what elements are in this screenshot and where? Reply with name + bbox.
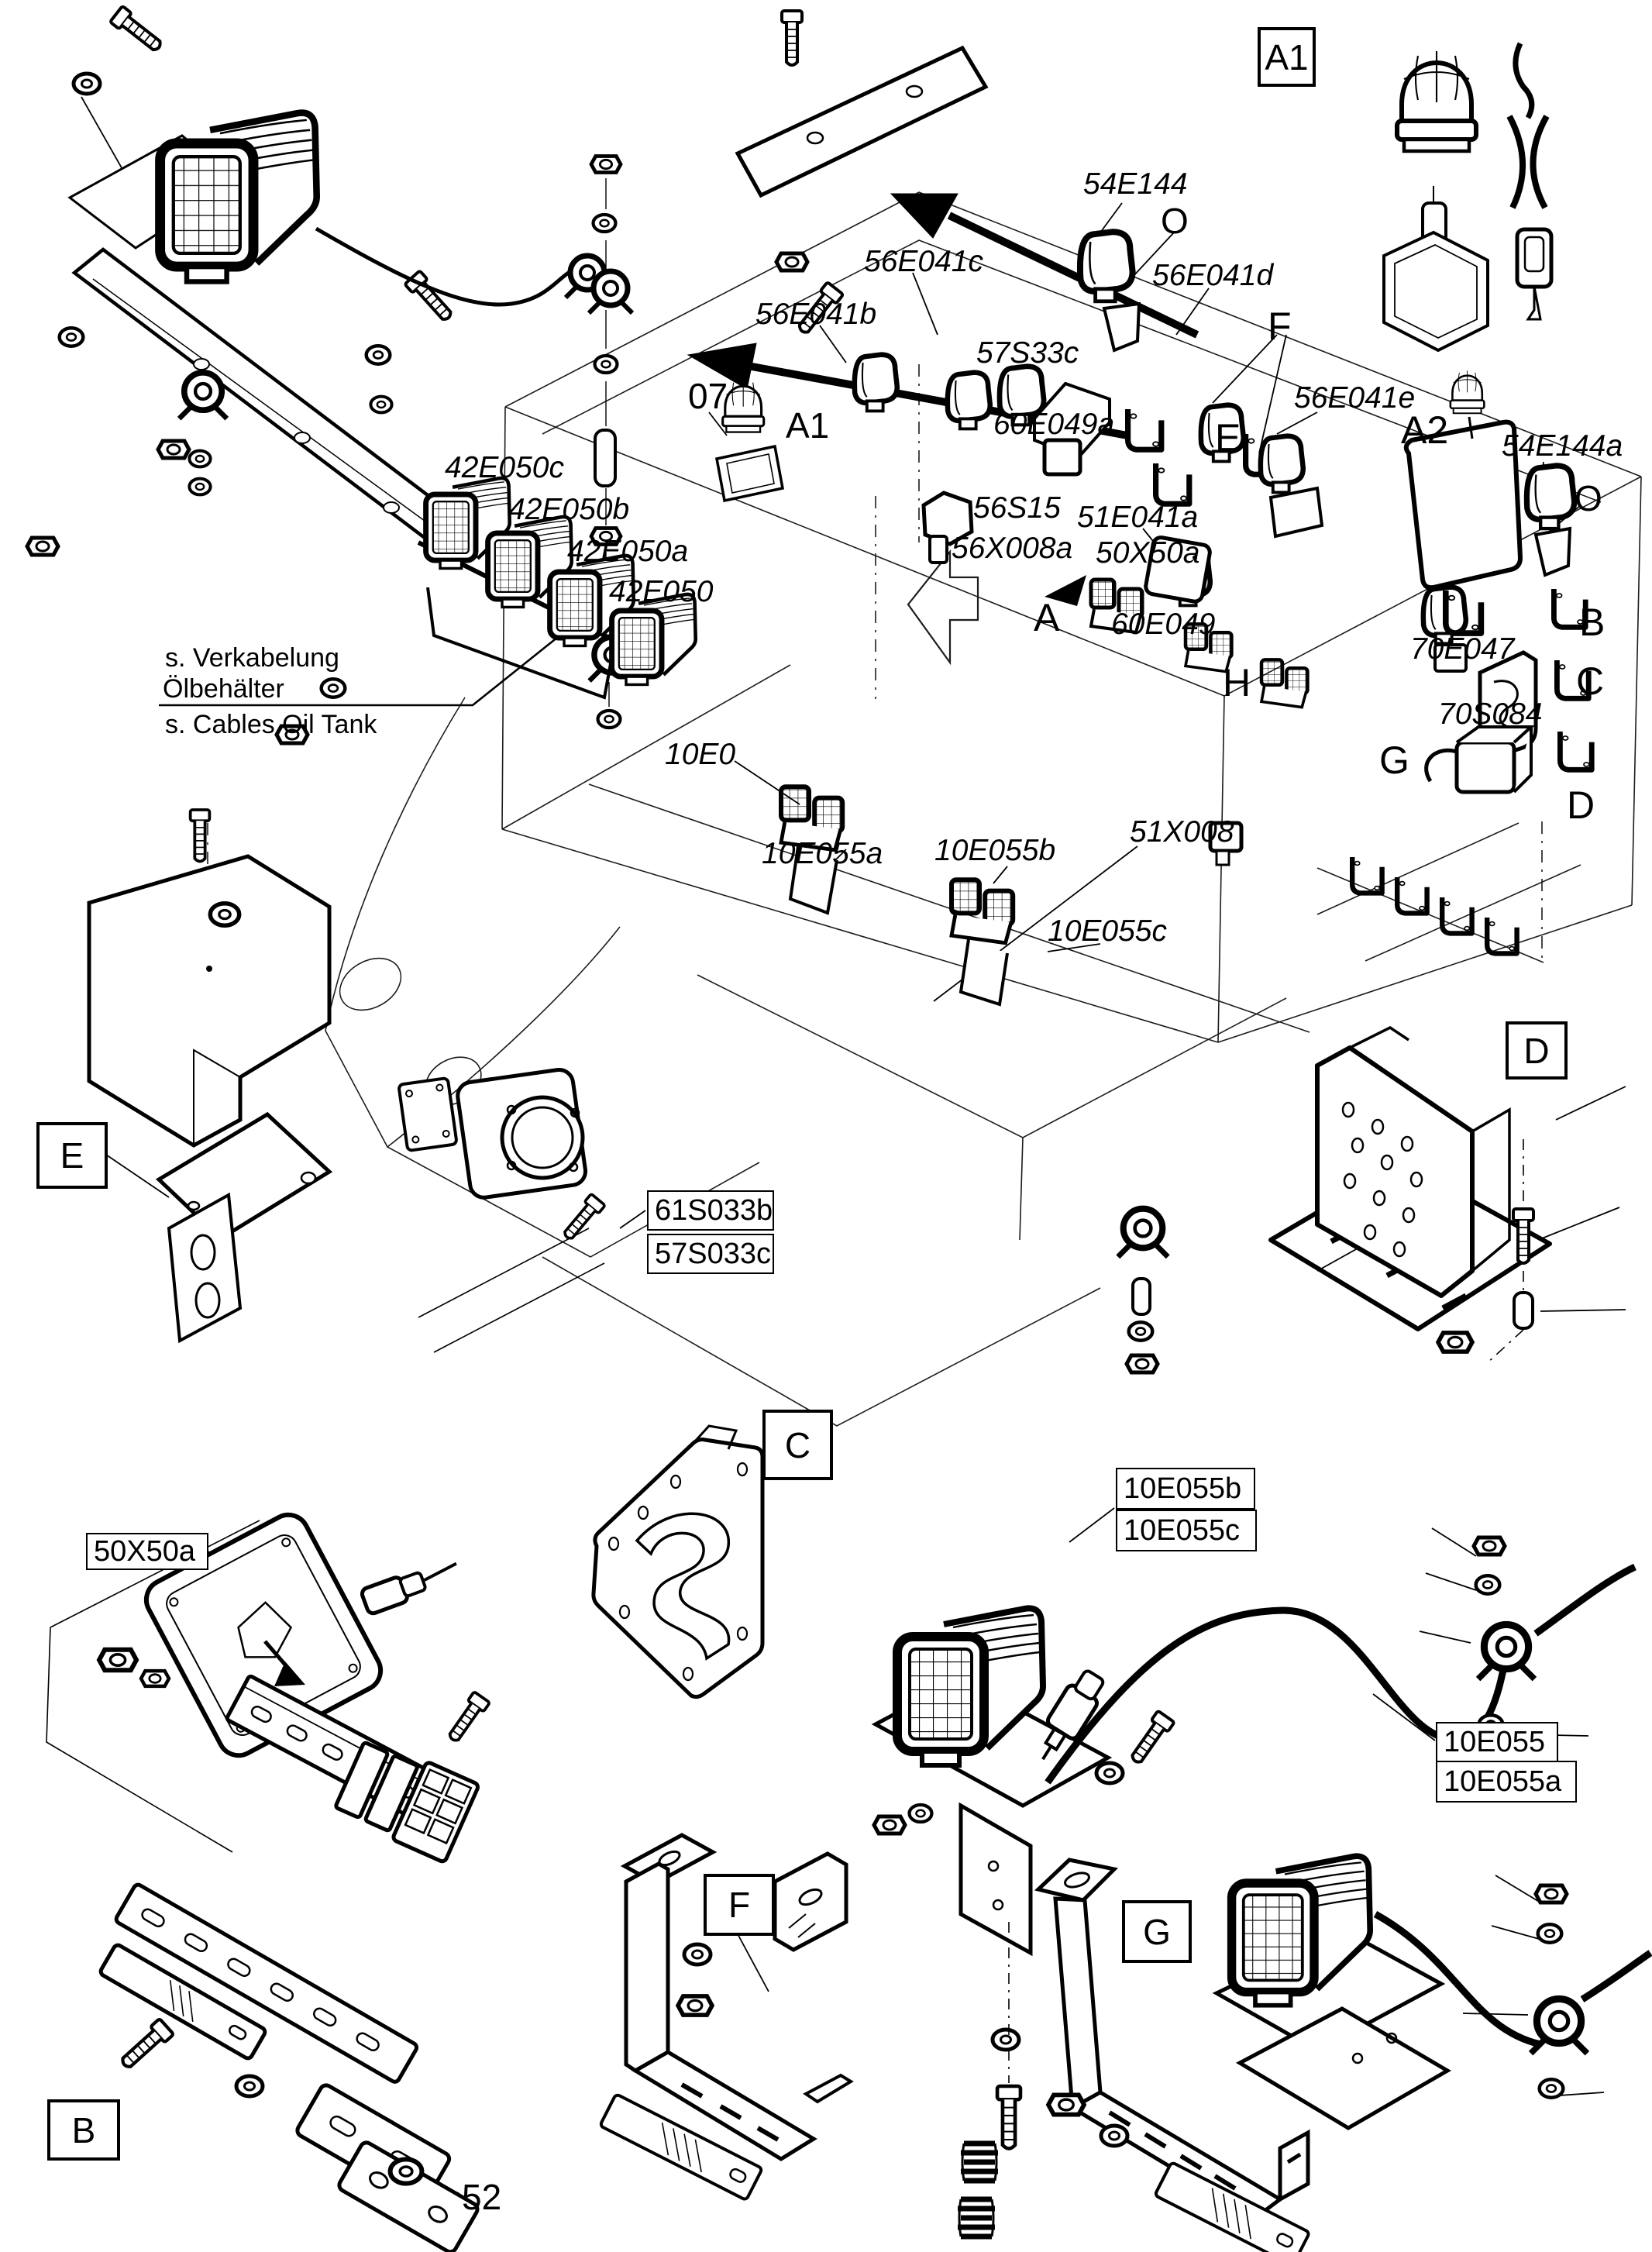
part-box-10E055a: 10E055a bbox=[1436, 1761, 1577, 1803]
part-label-56E041c: 56E041c bbox=[864, 245, 983, 278]
view-letter-f: F bbox=[1268, 305, 1292, 348]
part-box-10E055b-text: 10E055b bbox=[1124, 1472, 1242, 1505]
part-label-51X008: 51X008 bbox=[1130, 815, 1234, 849]
part-label-51E041a: 51E041a bbox=[1077, 501, 1199, 534]
d-view-assembly bbox=[1268, 1025, 1552, 1365]
b-view-assembly bbox=[98, 1882, 480, 2252]
view-box-e-text: E bbox=[60, 1135, 84, 1176]
e-view-assembly bbox=[87, 808, 605, 1353]
part-label-54E144a: 54E144a bbox=[1502, 429, 1623, 463]
part-label-10E0: 10E0 bbox=[665, 738, 736, 771]
view-box-c-text: C bbox=[784, 1424, 811, 1465]
part-box-50X50a-text: 50X50a bbox=[94, 1535, 196, 1568]
part-box-10E055c: 10E055c bbox=[1116, 1510, 1257, 1551]
part-box-50X50a: 50X50a bbox=[86, 1533, 208, 1570]
note-cables-oil-tank: s. Cables Oil Tank bbox=[165, 710, 377, 739]
view-box-a1: A1 bbox=[1258, 27, 1316, 87]
view-letter-a: A bbox=[1034, 596, 1060, 639]
view-box-g: G bbox=[1122, 1900, 1192, 1963]
view-box-d-text: D bbox=[1523, 1030, 1550, 1071]
top-left-worklight-assembly bbox=[27, 4, 609, 743]
part-label-10E055a: 10E055a bbox=[762, 837, 883, 870]
view-letter-b: B bbox=[1579, 601, 1606, 644]
clamp-column-mid-right bbox=[1118, 1209, 1168, 1372]
part-box-10E055a-text: 10E055a bbox=[1444, 1765, 1562, 1798]
view-box-e: E bbox=[36, 1122, 108, 1189]
part-label-42E050c: 42E050c bbox=[445, 451, 564, 484]
worklight-10E055bc-assembly bbox=[871, 1537, 1637, 1957]
view-box-f: F bbox=[704, 1874, 775, 1936]
beacon-07 bbox=[714, 378, 785, 503]
view-letter-d: D bbox=[1567, 783, 1595, 827]
part-box-61S033b-text: 61S033b bbox=[655, 1194, 773, 1227]
part-box-57S033c-text: 57S033c bbox=[655, 1238, 772, 1270]
machine-frame-wireframe bbox=[207, 191, 1642, 1427]
part-label-70E047: 70E047 bbox=[1410, 632, 1515, 666]
view-letter-a1-small: A1 bbox=[786, 405, 830, 446]
view-letter-h: H bbox=[1223, 661, 1251, 704]
lamp-row-42E050 bbox=[417, 478, 696, 700]
g-view-assembly bbox=[958, 1858, 1310, 2252]
junction-box-assembly bbox=[46, 1512, 492, 1864]
view-box-f-text: F bbox=[728, 1885, 751, 1925]
part-label-56E041b: 56E041b bbox=[755, 298, 877, 331]
part-label-50X50a: 50X50a bbox=[1096, 536, 1200, 570]
view-letter-e: E bbox=[1215, 416, 1241, 460]
view-box-d: D bbox=[1506, 1021, 1568, 1080]
part-box-10E055b: 10E055b bbox=[1116, 1468, 1255, 1510]
horn-assembly bbox=[398, 1067, 607, 1245]
part-label-60E049: 60E049 bbox=[1111, 608, 1216, 641]
view-letter-o-right: O bbox=[1575, 478, 1602, 518]
view-box-b: B bbox=[47, 2099, 120, 2161]
view-box-a1-text: A1 bbox=[1265, 36, 1309, 77]
part-label-42E050: 42E050 bbox=[609, 575, 714, 608]
view-letter-c: C bbox=[1576, 659, 1605, 703]
part-label-56E041e: 56E041e bbox=[1294, 381, 1416, 415]
part-label-54E144: 54E144 bbox=[1083, 167, 1188, 201]
part-label-70S084: 70S084 bbox=[1438, 697, 1543, 731]
roof-rail-components bbox=[855, 232, 1324, 707]
f-view-assembly bbox=[599, 1833, 854, 2201]
note-oelbehaelter: Ölbehälter bbox=[163, 674, 284, 704]
worklight-10E055-assembly bbox=[1212, 1856, 1652, 2130]
item-number-52: 52 bbox=[462, 2177, 502, 2217]
part-box-10E055: 10E055 bbox=[1436, 1722, 1558, 1762]
part-label-56E041d: 56E041d bbox=[1152, 259, 1274, 292]
part-label-57S33c: 57S33c bbox=[976, 336, 1079, 370]
part-label-42E050a: 42E050a bbox=[567, 535, 689, 568]
part-label-10E055b: 10E055b bbox=[934, 834, 1056, 867]
view-letter-a2: A2 bbox=[1401, 408, 1449, 452]
cable-clamp-icon bbox=[179, 373, 227, 418]
part-label-56X008a: 56X008a bbox=[952, 532, 1073, 565]
part-label-42E050b: 42E050b bbox=[508, 493, 630, 526]
view-box-c: C bbox=[762, 1410, 833, 1480]
right-side-components bbox=[1208, 587, 1592, 954]
connector-pairs bbox=[781, 787, 1013, 1007]
part-label-56S15: 56S15 bbox=[973, 491, 1061, 525]
part-box-57S033c: 57S033c bbox=[647, 1234, 774, 1274]
top-middle-bracket bbox=[735, 9, 989, 339]
view-letter-g: G bbox=[1379, 739, 1409, 782]
view-box-g-text: G bbox=[1143, 1911, 1171, 1952]
part-label-10E055c: 10E055c bbox=[1048, 914, 1167, 948]
note-verkabelung: s. Verkabelung bbox=[165, 643, 339, 673]
part-box-10E055-text: 10E055 bbox=[1444, 1726, 1546, 1758]
view-letter-o-top: O bbox=[1161, 201, 1189, 241]
fastener-column bbox=[589, 157, 635, 728]
beacon-a1-detail bbox=[1382, 42, 1554, 353]
item-number-07: 07 bbox=[688, 376, 728, 416]
part-label-60E049a: 60E049a bbox=[993, 408, 1115, 441]
view-box-b-text: B bbox=[71, 2109, 96, 2150]
c-view-bracket bbox=[591, 1424, 765, 1699]
part-box-10E055c-text: 10E055c bbox=[1124, 1514, 1241, 1547]
beacon-a2-assembly bbox=[1403, 369, 1575, 633]
part-box-61S033b: 61S033b bbox=[647, 1190, 774, 1231]
